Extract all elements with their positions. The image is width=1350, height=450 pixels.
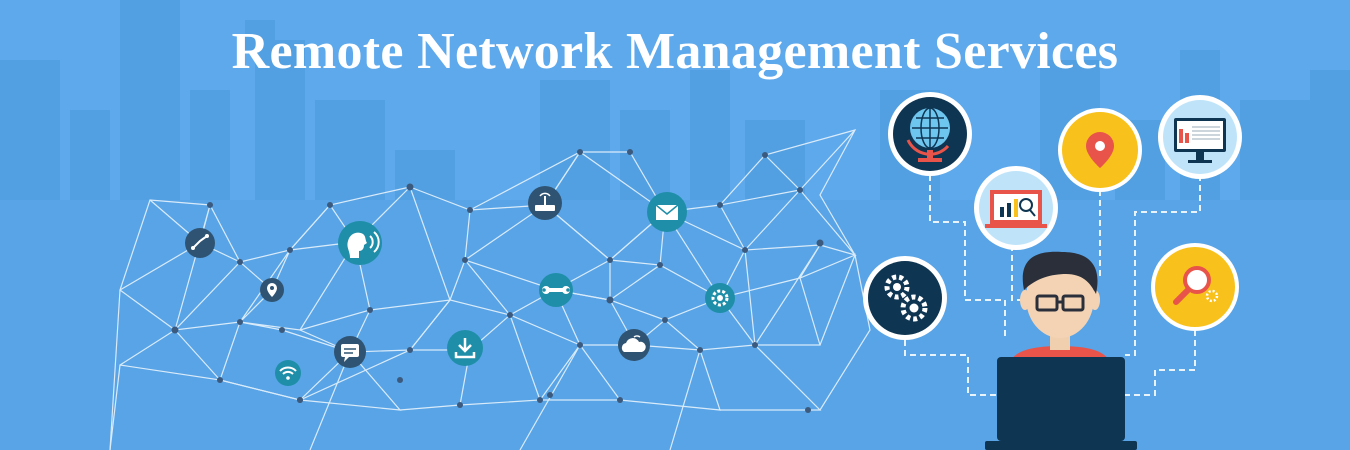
- mail-icon: [647, 192, 687, 232]
- share-icon: [185, 228, 215, 258]
- wrench-icon: [539, 273, 573, 307]
- analytics-chart-icon: [974, 166, 1058, 250]
- cloud-icon: [618, 329, 650, 361]
- download-icon: [447, 330, 483, 366]
- service-connectors: [904, 175, 1201, 396]
- map-pin-icon: [1058, 108, 1142, 192]
- chat-icon: [334, 336, 366, 368]
- person-illustration: [985, 251, 1137, 450]
- speaker-head-icon: [338, 221, 382, 265]
- gear-icon: [705, 283, 735, 313]
- network-mesh-lines: [109, 129, 871, 450]
- globe-icon: [888, 92, 972, 176]
- network-nodes: [171, 149, 824, 413]
- location-pin-icon: [260, 278, 284, 302]
- search-icon: [1151, 243, 1239, 331]
- monitor-dashboard-icon: [1158, 95, 1242, 179]
- banner-title: Remote Network Management Services: [231, 23, 1119, 80]
- router-icon: [528, 186, 562, 220]
- gears-icon: [863, 256, 947, 340]
- wifi-icon: [275, 360, 301, 386]
